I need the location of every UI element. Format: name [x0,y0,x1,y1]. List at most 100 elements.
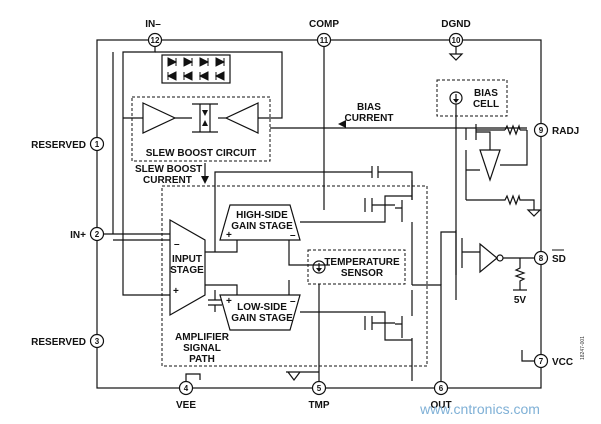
pin-number-3: 3 [95,337,100,346]
compensation-capacitor [371,166,379,178]
pin-label-sd: SD [552,254,566,265]
watermark: www.cntronics.com [419,401,540,417]
pin-number-5: 5 [317,384,322,393]
diode-icon [167,57,178,67]
pin-9-radj: 9 RADJ [533,122,579,138]
input-stage-block [169,218,206,317]
temperature-current-source-icon [312,260,326,274]
pin-4-vee: 4 VEE [176,380,196,411]
buffer-left [142,102,177,134]
low-side-label-1: LOW-SIDE [237,302,287,313]
buffer-right [224,102,259,134]
pin-1-reserved: RESERVED 1 [31,136,105,152]
pin-2-in-plus: IN+ 2 [70,226,105,242]
pin-12-in-minus: IN– 12 [145,19,163,48]
slew-boost-internals [123,83,527,134]
pin-8-sd: 8 SD [533,249,566,266]
input-minus-sign: – [174,239,180,250]
pin-number-6: 6 [439,384,444,393]
high-side-label-1: HIGH-SIDE [236,210,288,221]
high-side-gain-stage [219,204,301,241]
pin-3-reserved: RESERVED 3 [31,333,105,349]
pin-number-7: 7 [539,357,544,366]
pin-7-vcc: 7 VCC [533,353,573,369]
slew-boost-circuit-box [131,96,271,162]
pin-label-dgnd: DGND [441,19,470,30]
low-side-plus: + [226,296,232,307]
pin-10-dgnd: DGND 10 [441,19,471,61]
diode-icon [214,71,225,81]
bias-cell-label-1: BIAS [474,88,498,99]
diode-icon [199,57,210,67]
shutdown-pullup-resistor [514,258,526,290]
shutdown-inverter [479,242,498,274]
pin-label-out: OUT [430,400,451,411]
radj-resistor [504,123,521,136]
high-side-minus: – [290,230,296,241]
pin-label-reserved-3: RESERVED [31,337,86,348]
pin-number-10: 10 [452,36,461,45]
pin-number-2: 2 [95,230,100,239]
signal-path-wiring [205,47,413,341]
diode-icon [166,71,177,81]
bias-cell-label-2: CELL [473,99,499,110]
pin-number-4: 4 [184,384,189,393]
slew-boost-current-label-2: CURRENT [143,175,192,186]
ground-icon [448,47,464,61]
pin-number-12: 12 [151,36,160,45]
input-cap [208,290,222,312]
temp-sensor-label-2: SENSOR [341,268,384,279]
pin-label-in-plus: IN+ [70,230,86,241]
bias-opamp [465,149,501,200]
ground-icon-radj [526,209,542,217]
amp-path-label-3: PATH [189,354,215,365]
bias-current-arrow [338,120,346,128]
high-side-label-2: GAIN STAGE [231,221,293,232]
pin-label-comp: COMP [309,19,339,30]
pin-6-out: 6 OUT [430,380,452,411]
vcc-rail [521,350,534,362]
low-side-minus: – [290,296,296,307]
temp-sensor-label-1: TEMPERATURE [324,257,400,268]
output-cap-top [364,198,395,212]
slew-boost-current-label-1: SLEW BOOST [135,164,202,175]
pin-number-9: 9 [539,126,544,135]
high-side-plus: + [226,230,232,241]
temperature-sensor-box [307,249,406,285]
five-v-label: 5V [514,295,527,306]
diode-string [122,47,283,296]
radj-bias-loop [465,123,542,217]
figure-code: 18247-001 [580,336,586,360]
diode-icon [198,71,209,81]
low-side-gain-stage [219,294,301,331]
pin-label-tmp: TMP [308,400,329,411]
shutdown-logic: 5V [455,230,534,306]
output-cap-bottom [364,316,395,330]
amplifier-signal-path-box [161,185,428,367]
tmp-ground-icon [286,371,319,381]
vee-rail [185,373,201,381]
output-stage [364,180,456,381]
pin-number-1: 1 [95,140,100,149]
amp-path-label-2: SIGNAL [183,343,221,354]
input-stage-label-1: INPUT [172,254,202,265]
diode-icon [215,57,226,67]
pin-number-8: 8 [539,254,544,263]
amp-path-label-1: AMPLIFIER [175,332,230,343]
pin-number-11: 11 [320,36,329,45]
bias-current-label-2: CURRENT [345,113,394,124]
pin-5-tmp: 5 TMP [308,380,330,411]
pin-label-vee: VEE [176,400,196,411]
pin-label-in-minus: IN– [145,19,161,30]
slew-boost-circuit-label: SLEW BOOST CIRCUIT [146,148,257,159]
pin-label-vcc: VCC [552,357,573,368]
input-stage-label-2: STAGE [170,265,204,276]
input-plus-sign: + [173,286,179,297]
pin-label-reserved-1: RESERVED [31,140,86,151]
pin-11-comp: COMP 11 [309,19,339,48]
bias-cell-box [436,79,508,117]
diode-icon [182,71,193,81]
bias-current-label-1: BIAS [357,102,381,113]
pin-label-radj: RADJ [552,126,579,137]
